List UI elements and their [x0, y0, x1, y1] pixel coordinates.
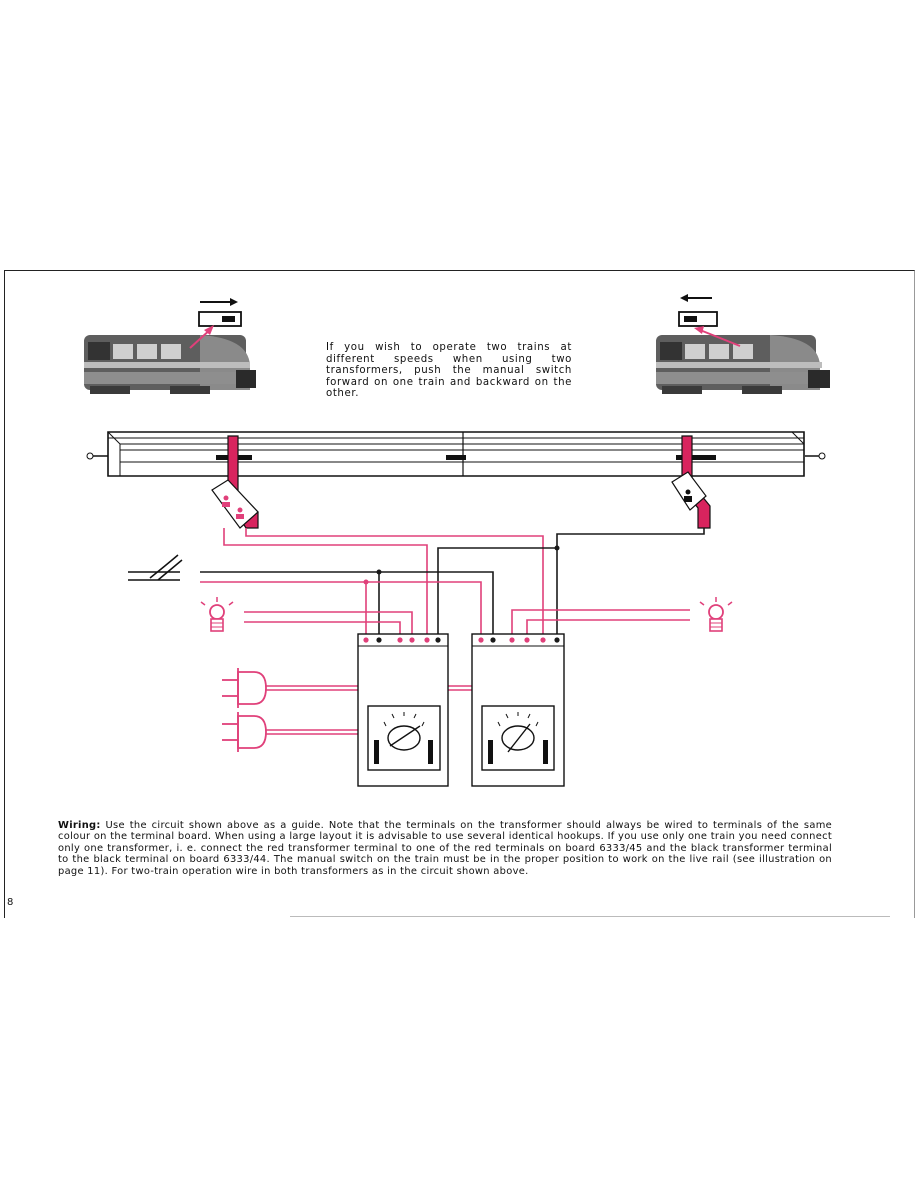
train-right [656, 335, 830, 394]
switch-icon-left [189, 311, 242, 349]
terminal-board-left [211, 435, 259, 529]
wiring-text: Use the circuit shown above as a guide. … [58, 820, 832, 877]
wires [200, 528, 705, 735]
terminal-board-right [671, 435, 711, 529]
wiring-paragraph: Wiring: Use the circuit shown above as a… [58, 820, 832, 877]
intro-text: If you wish to operate two trains at dif… [326, 342, 572, 400]
page-number: 8 [7, 897, 14, 908]
plug-top [222, 668, 267, 708]
transformer-right [471, 633, 565, 787]
switch-icon-right [678, 311, 741, 347]
train-left [84, 335, 256, 394]
page-frame [4, 270, 915, 918]
transformer-terminals [363, 637, 560, 643]
plug-bottom [222, 712, 267, 752]
transformer-left [357, 633, 449, 787]
turnout-symbol [128, 554, 183, 581]
lamp-right [699, 597, 733, 632]
arrow-right-icon [200, 298, 238, 306]
track [86, 431, 826, 477]
wiring-label: Wiring: [58, 820, 101, 831]
arrow-left-icon [680, 294, 712, 302]
lamp-left [200, 597, 234, 632]
page-bottom-rule [290, 916, 890, 917]
